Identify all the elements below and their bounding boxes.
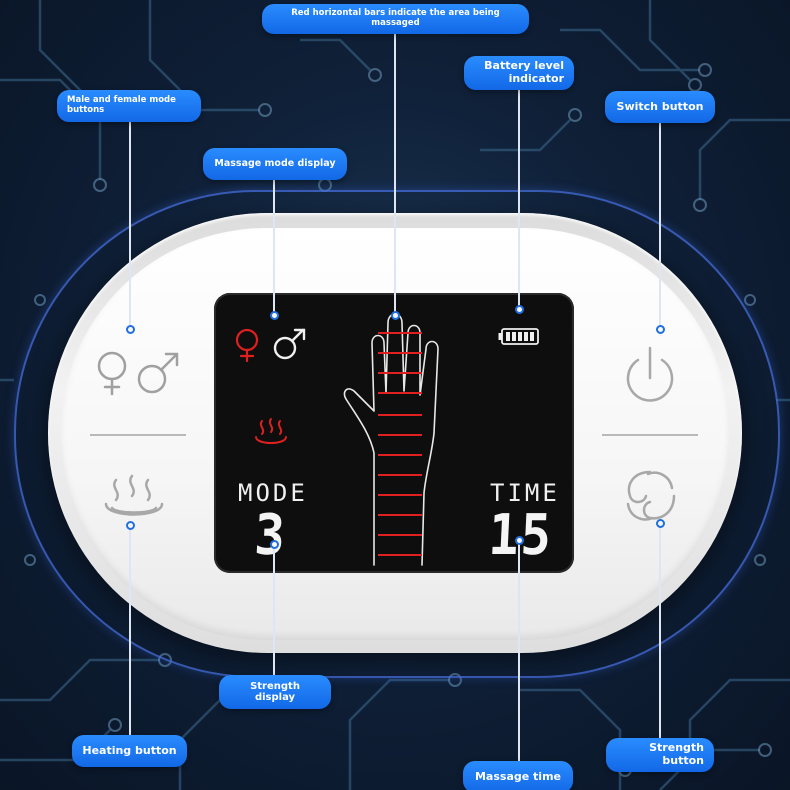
- lcd-screen: MODE 3 TIME 15: [214, 293, 574, 573]
- pin-heating: [126, 521, 135, 530]
- leader-switch: [659, 122, 661, 328]
- heat-waves-icon: [104, 474, 164, 516]
- gender-mode-button[interactable]: [94, 348, 186, 396]
- heating-button[interactable]: [102, 470, 166, 526]
- pin-massage-time: [515, 536, 524, 545]
- leader-heating: [129, 526, 131, 736]
- left-divider: [90, 434, 186, 436]
- leader-male-female: [129, 122, 131, 328]
- label-male-female: Male and female mode buttons: [57, 90, 201, 122]
- female-symbol-icon: [235, 328, 259, 363]
- swirl-icon: [626, 470, 676, 521]
- leader-strength-button: [659, 524, 661, 738]
- mode-value: 3: [252, 503, 289, 568]
- power-icon: [626, 346, 674, 402]
- pin-battery: [515, 305, 524, 314]
- outer-glow-ring: [14, 190, 780, 678]
- male-symbol-icon: [273, 328, 306, 360]
- pin-strength-display: [270, 540, 279, 549]
- pin-male-female: [126, 325, 135, 334]
- pin-strength-button: [656, 519, 665, 528]
- leader-battery: [518, 86, 520, 310]
- label-heating: Heating button: [72, 735, 187, 767]
- label-switch: Switch button: [605, 91, 715, 123]
- leader-red-bars: [394, 34, 396, 316]
- label-strength-display: Strength display: [219, 675, 331, 709]
- mode-label: MODE: [238, 479, 308, 507]
- pin-switch: [656, 325, 665, 334]
- leader-strength-display: [273, 545, 275, 675]
- pin-massage-mode: [270, 311, 279, 320]
- pin-red-bars: [391, 311, 400, 320]
- label-red-bars: Red horizontal bars indicate the area be…: [262, 4, 529, 34]
- heat-waves-icon: [255, 418, 287, 444]
- female-symbol-icon: [97, 351, 127, 381]
- label-massage-mode: Massage mode display: [203, 148, 347, 180]
- label-strength-button: Strength button: [606, 738, 714, 772]
- label-battery: Battery level indicator: [464, 56, 574, 90]
- strength-button[interactable]: [620, 466, 680, 526]
- leader-massage-mode: [273, 180, 275, 316]
- leader-massage-time: [518, 541, 520, 761]
- power-switch-button[interactable]: [622, 344, 678, 406]
- right-divider: [602, 434, 698, 436]
- battery-icon: [498, 328, 539, 345]
- male-symbol-icon: [137, 364, 167, 394]
- time-label: TIME: [490, 479, 560, 507]
- label-massage-time: Massage time: [463, 761, 573, 790]
- hand-outline-icon: [343, 313, 439, 566]
